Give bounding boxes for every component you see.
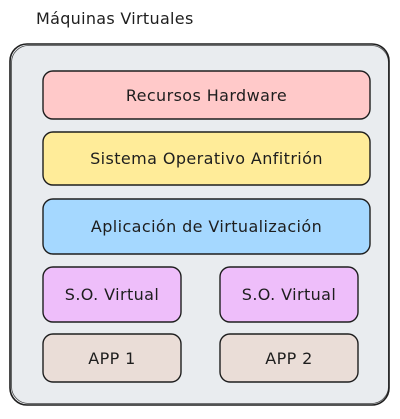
app-2-box (219, 333, 359, 383)
vm-container-box-sketch-line (11, 45, 389, 404)
virtualization-layer-box (42, 198, 371, 255)
hardware-layer-box (42, 70, 371, 120)
app-1-box (42, 333, 182, 383)
app-2-label: APP 2 (265, 348, 313, 368)
guest-os-2-box (219, 266, 359, 323)
guest-os-1-box (42, 266, 182, 323)
guest-os-1-label: S.O. Virtual (64, 285, 160, 304)
app-1-label: APP 1 (88, 348, 136, 368)
hardware-layer-label: Recursos Hardware (125, 85, 288, 105)
diagram-title: Máquinas Virtuales (36, 9, 194, 28)
guest-os-2-label: S.O. Virtual (241, 285, 337, 304)
virtualization-layer-label: Aplicación de Virtualización (90, 217, 323, 236)
host-os-layer-box (42, 131, 371, 186)
host-os-layer-label: Sistema Operativo Anfitrión (90, 149, 323, 168)
